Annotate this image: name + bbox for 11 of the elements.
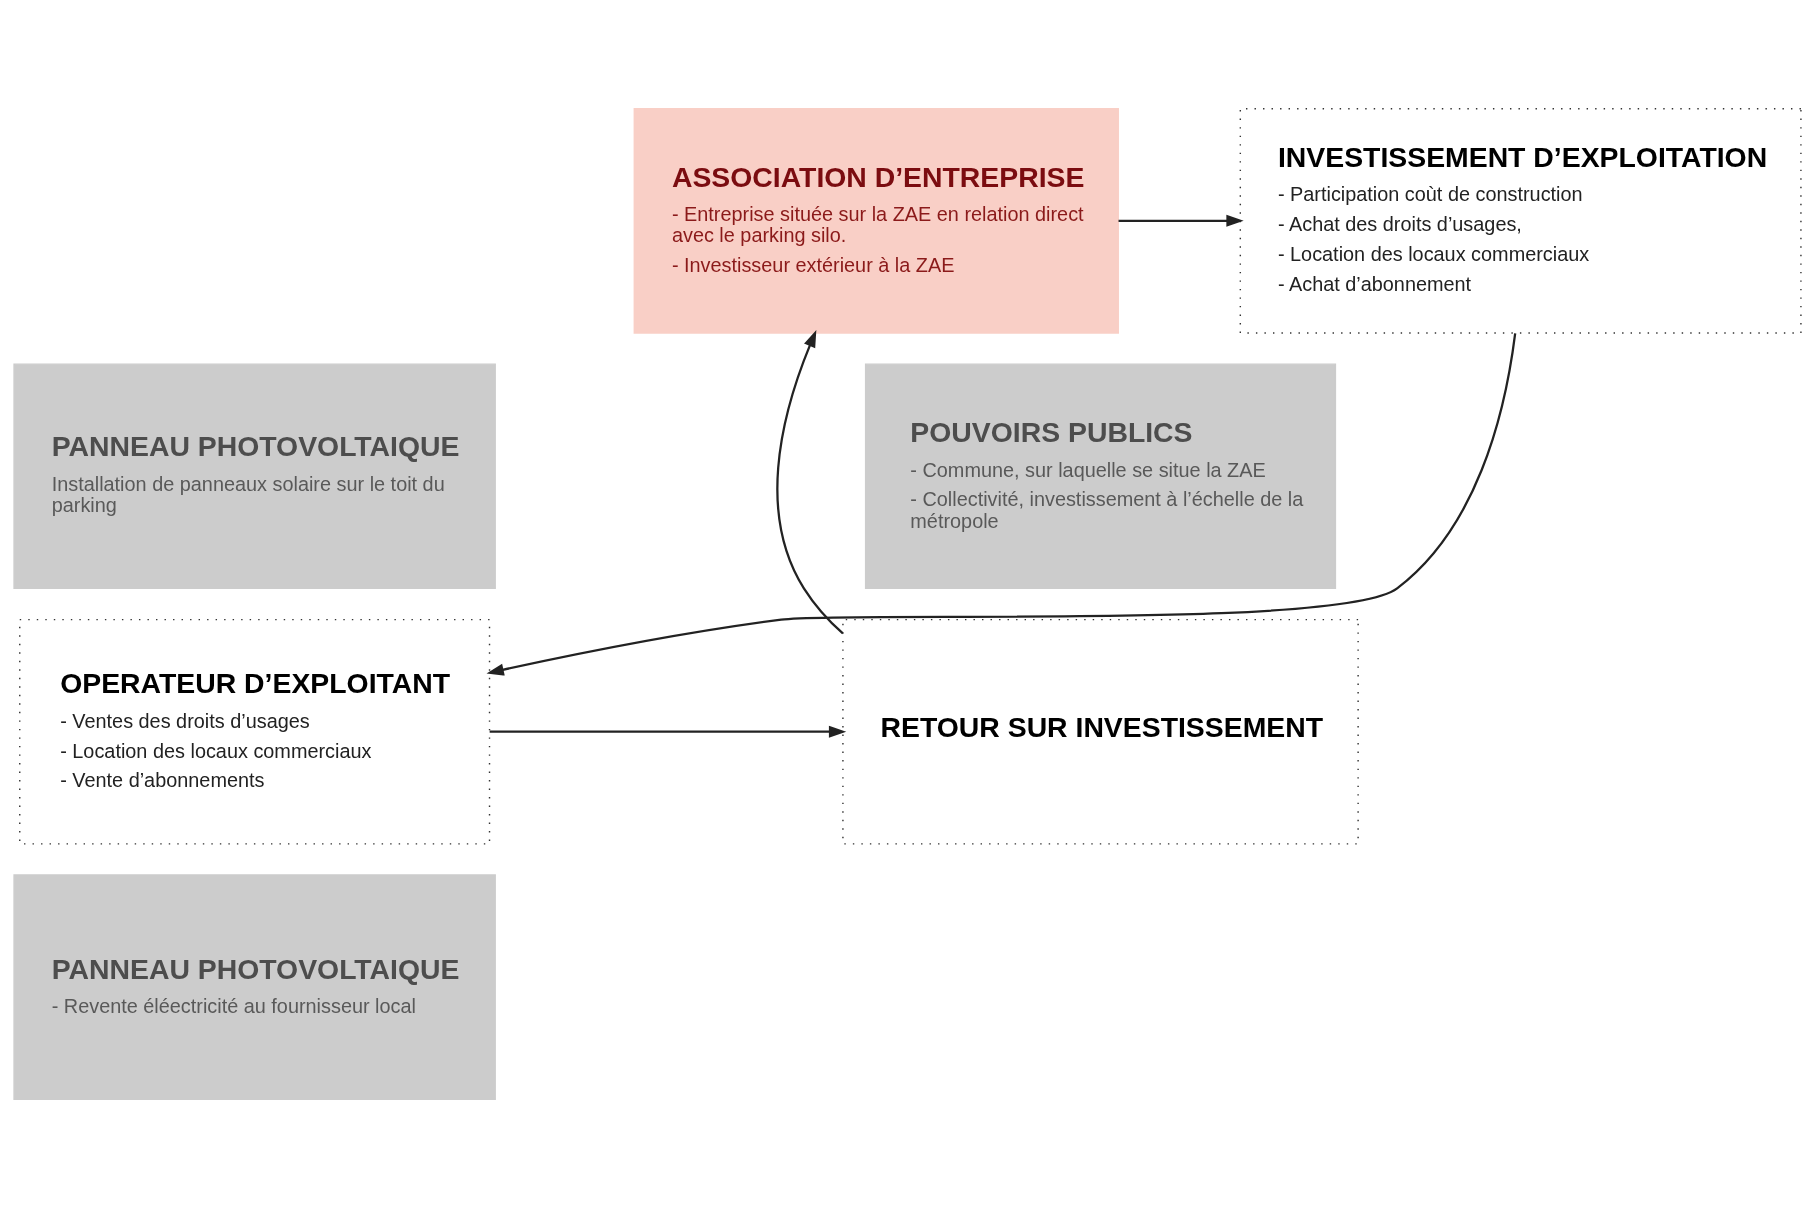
arrow [486, 333, 1517, 676]
node-box: PANNEAU PHOTOVOLTAIQUE - Revente éléectricité au fournisseur local [13, 874, 496, 1101]
arrow [489, 725, 847, 738]
node-box: PANNEAU PHOTOVOLTAIQUE Installation de panneaux solaire sur le toit du parking [13, 363, 496, 590]
arrow [776, 330, 844, 635]
node-box: ASSOCIATION D’ENTREPRISE - Entreprise située sur la ZAE en relation direct avec le parking silo. - Investisseur extérieur à la ZAE [633, 107, 1119, 334]
node-box: INVESTISSEMENT D’EXPLOITATION - Participation coùt de construction - Achat des droits d’usages, - Location des locaux commerciaux - Achat d’abonnement [1239, 107, 1802, 334]
node-box: POUVOIRS PUBLICS - Commune, sur laquelle se situe la ZAE - Collectivité, investissement à l’échelle de la métropole [864, 363, 1337, 590]
node-box: RETOUR SUR INVESTISSEMENT [842, 618, 1359, 845]
node-box: OPERATEUR D’EXPLOITANT - Ventes des droits d’usages - Location des locaux commerciaux - Vente d’abonnements [19, 618, 491, 845]
arrow [1118, 214, 1244, 227]
